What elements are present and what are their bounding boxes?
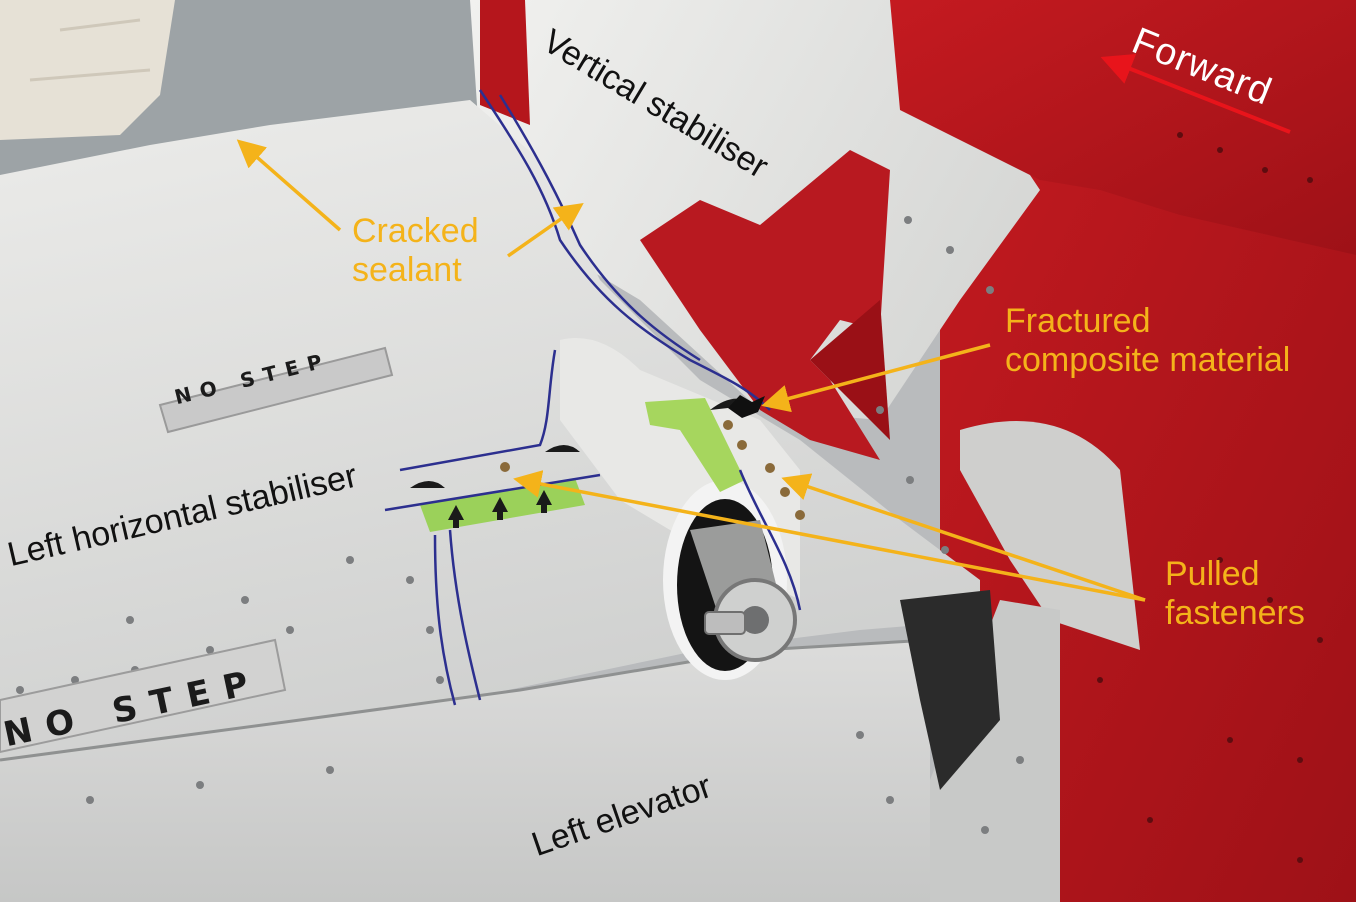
label-fractured-composite: Fractured composite material bbox=[1005, 302, 1291, 380]
red-fin-tip bbox=[480, 0, 530, 125]
panel-rivets bbox=[16, 216, 1024, 834]
label-cracked-sealant: Cracked sealant bbox=[352, 212, 479, 290]
elevator-gap-cavity bbox=[900, 590, 1000, 790]
left-elevator-panel bbox=[0, 640, 930, 902]
no-step-placard-lower bbox=[0, 638, 287, 754]
fractured-composite-mark bbox=[728, 395, 765, 418]
aft-fairing bbox=[930, 600, 1060, 902]
green-tape-right bbox=[645, 398, 745, 492]
no-step-placard-upper bbox=[158, 346, 394, 434]
red-panel-rivets bbox=[1097, 132, 1323, 863]
label-pulled-fasteners: Pulled fasteners bbox=[1165, 555, 1305, 633]
vertical-stabiliser-skin bbox=[470, 0, 1040, 420]
hangar-cover-fabric bbox=[0, 0, 175, 140]
